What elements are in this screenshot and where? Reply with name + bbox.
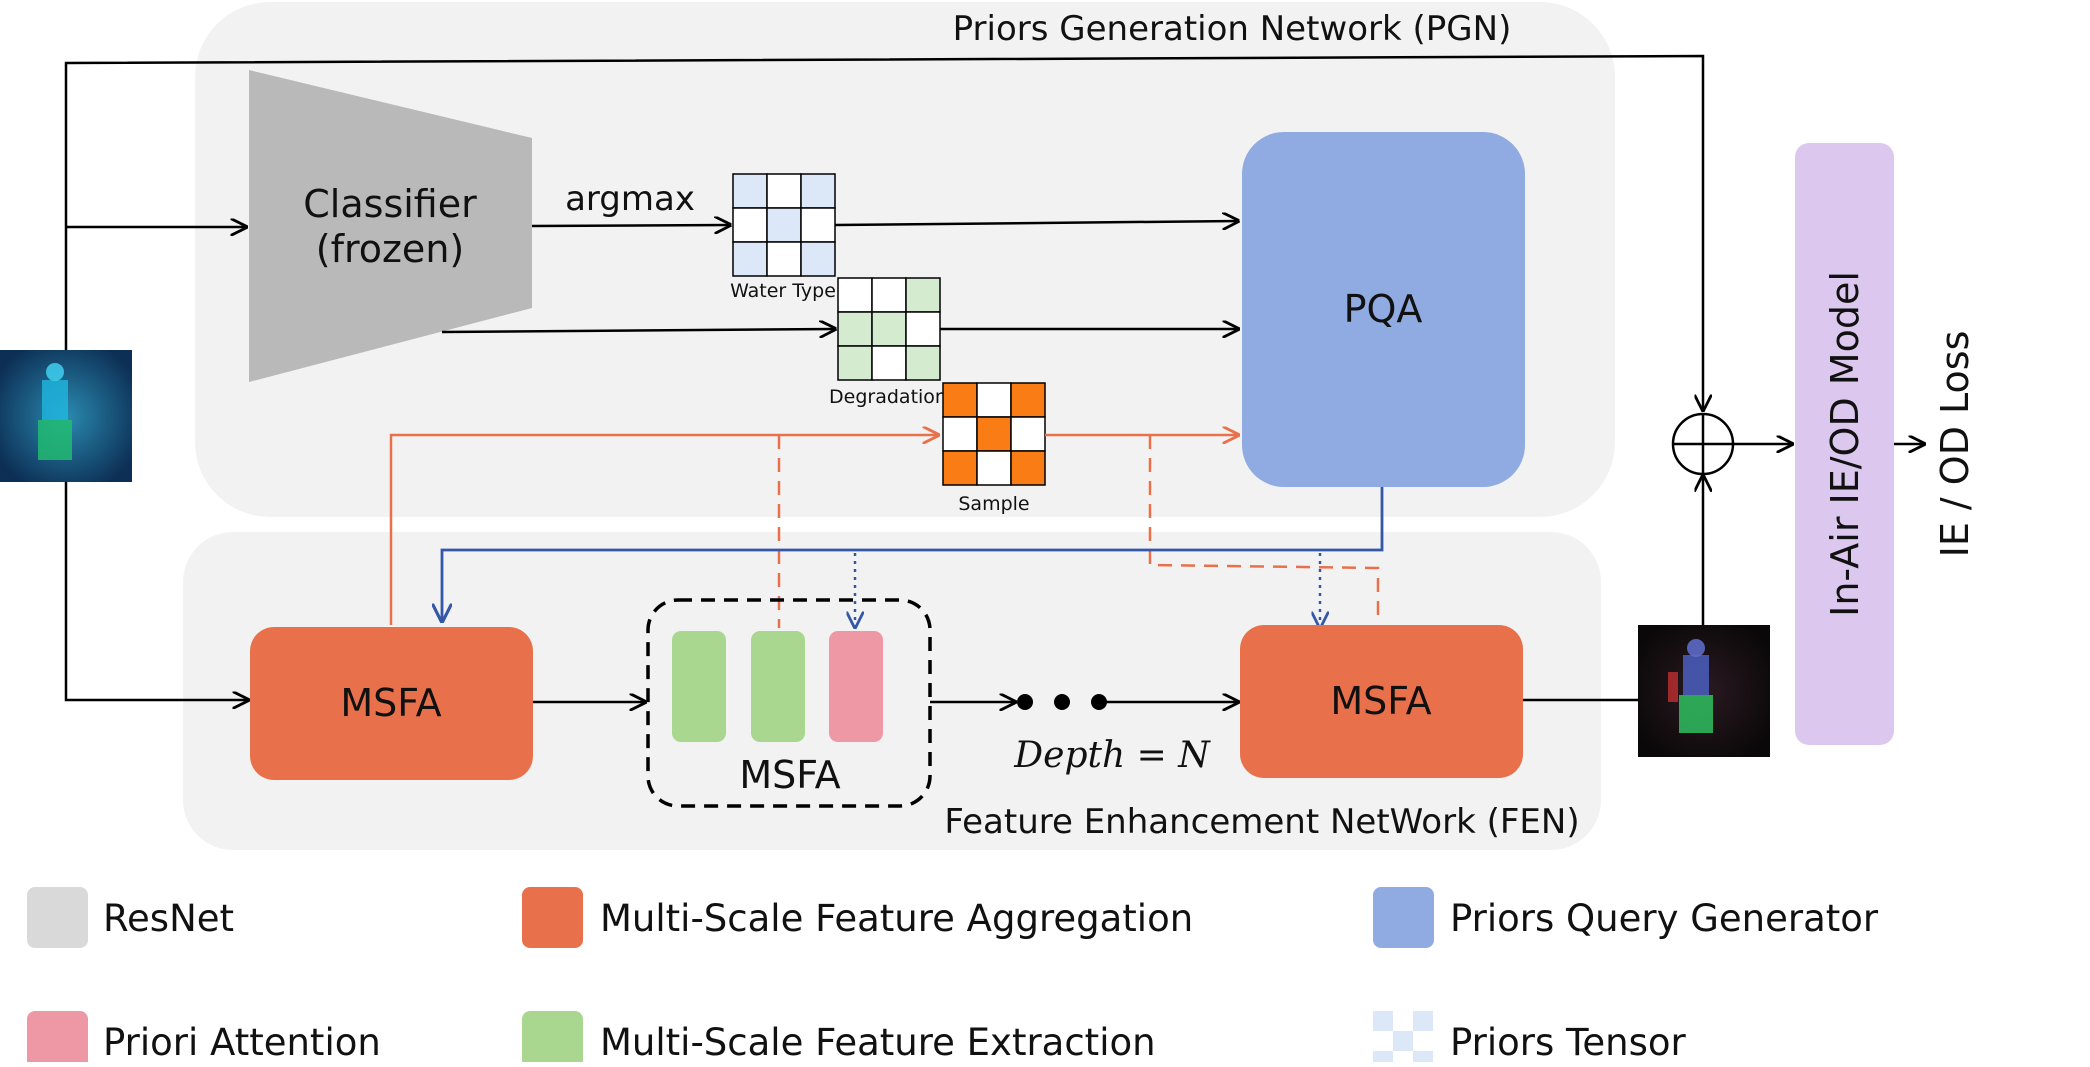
water-type-prior-grid xyxy=(732,173,836,277)
input-to-msfa-arrow xyxy=(64,482,248,700)
degradation-prior-grid xyxy=(837,277,941,381)
fen-title: Feature Enhancement NetWork (FEN) xyxy=(944,802,1579,842)
msfa-block-last xyxy=(1240,625,1523,778)
pqa-label: PQA xyxy=(1344,287,1423,331)
fen-panel xyxy=(183,532,1601,850)
pgn-title: Priors Generation Network (PGN) xyxy=(953,9,1512,49)
extraction-block-2 xyxy=(751,631,805,742)
legend-label-pqg: Priors Query Generator xyxy=(1450,897,1879,940)
depth-label: Depth = N xyxy=(1013,735,1211,776)
sample-label: Sample xyxy=(958,493,1029,515)
degradation-label: Degradation xyxy=(829,386,947,408)
inair-model-label: In-Air IE/OD Model xyxy=(1823,271,1867,617)
water-type-label: Water Type xyxy=(730,280,836,302)
ellipsis-dot-2 xyxy=(1054,694,1070,710)
water-type-to-pqa-arrow xyxy=(834,221,1238,225)
legend-label-extraction: Multi-Scale Feature Extraction xyxy=(600,1021,1156,1062)
msfa-last-label: MSFA xyxy=(1330,679,1431,723)
msfa-group-label: MSFA xyxy=(739,753,840,797)
classifier-label-2: (frozen) xyxy=(316,227,464,271)
classifier-block xyxy=(249,70,532,382)
inair-model-block xyxy=(1795,143,1894,745)
right-dashed-orange-line xyxy=(1148,435,1380,615)
extraction-block-1 xyxy=(672,631,726,742)
argmax-label: argmax xyxy=(565,179,695,219)
legend-swatch-priors-tensor xyxy=(1373,1011,1433,1062)
legend-label-msfa: Multi-Scale Feature Aggregation xyxy=(600,897,1193,940)
attention-block xyxy=(829,631,883,742)
legend-label-priors-tensor: Priors Tensor xyxy=(1450,1021,1686,1062)
loss-label: IE / OD Loss xyxy=(1933,331,1977,558)
legend-swatch-extraction xyxy=(522,1011,583,1067)
element-wise-sum-node xyxy=(1671,412,1735,476)
sample-prior-grid xyxy=(942,382,1046,486)
legend-label-resnet: ResNet xyxy=(103,897,234,940)
legend-swatch-msfa xyxy=(522,887,583,948)
output-enhanced-image xyxy=(1638,625,1770,757)
msfa-block-first xyxy=(250,627,533,780)
input-trunk-line xyxy=(64,54,1703,410)
legend-swatch-resnet xyxy=(27,887,88,948)
msfa-first-label: MSFA xyxy=(340,681,441,725)
pqa-block xyxy=(1242,132,1525,487)
legend-label-attention: Priori Attention xyxy=(103,1021,381,1062)
pqa-to-msfa-blue-arrow xyxy=(442,487,1384,621)
legend-swatch-attention xyxy=(27,1011,88,1067)
input-underwater-image xyxy=(0,350,132,482)
legend: ResNet Multi-Scale Feature Aggregation P… xyxy=(27,887,1879,1067)
msfa-to-sample-orange-arrow xyxy=(389,435,938,625)
legend-swatch-pqg xyxy=(1373,887,1434,948)
classifier-label-1: Classifier xyxy=(303,182,477,226)
ellipsis-dot-1 xyxy=(1017,694,1033,710)
classifier-to-degradation-arrow xyxy=(441,329,835,332)
argmax-arrow xyxy=(531,225,730,226)
